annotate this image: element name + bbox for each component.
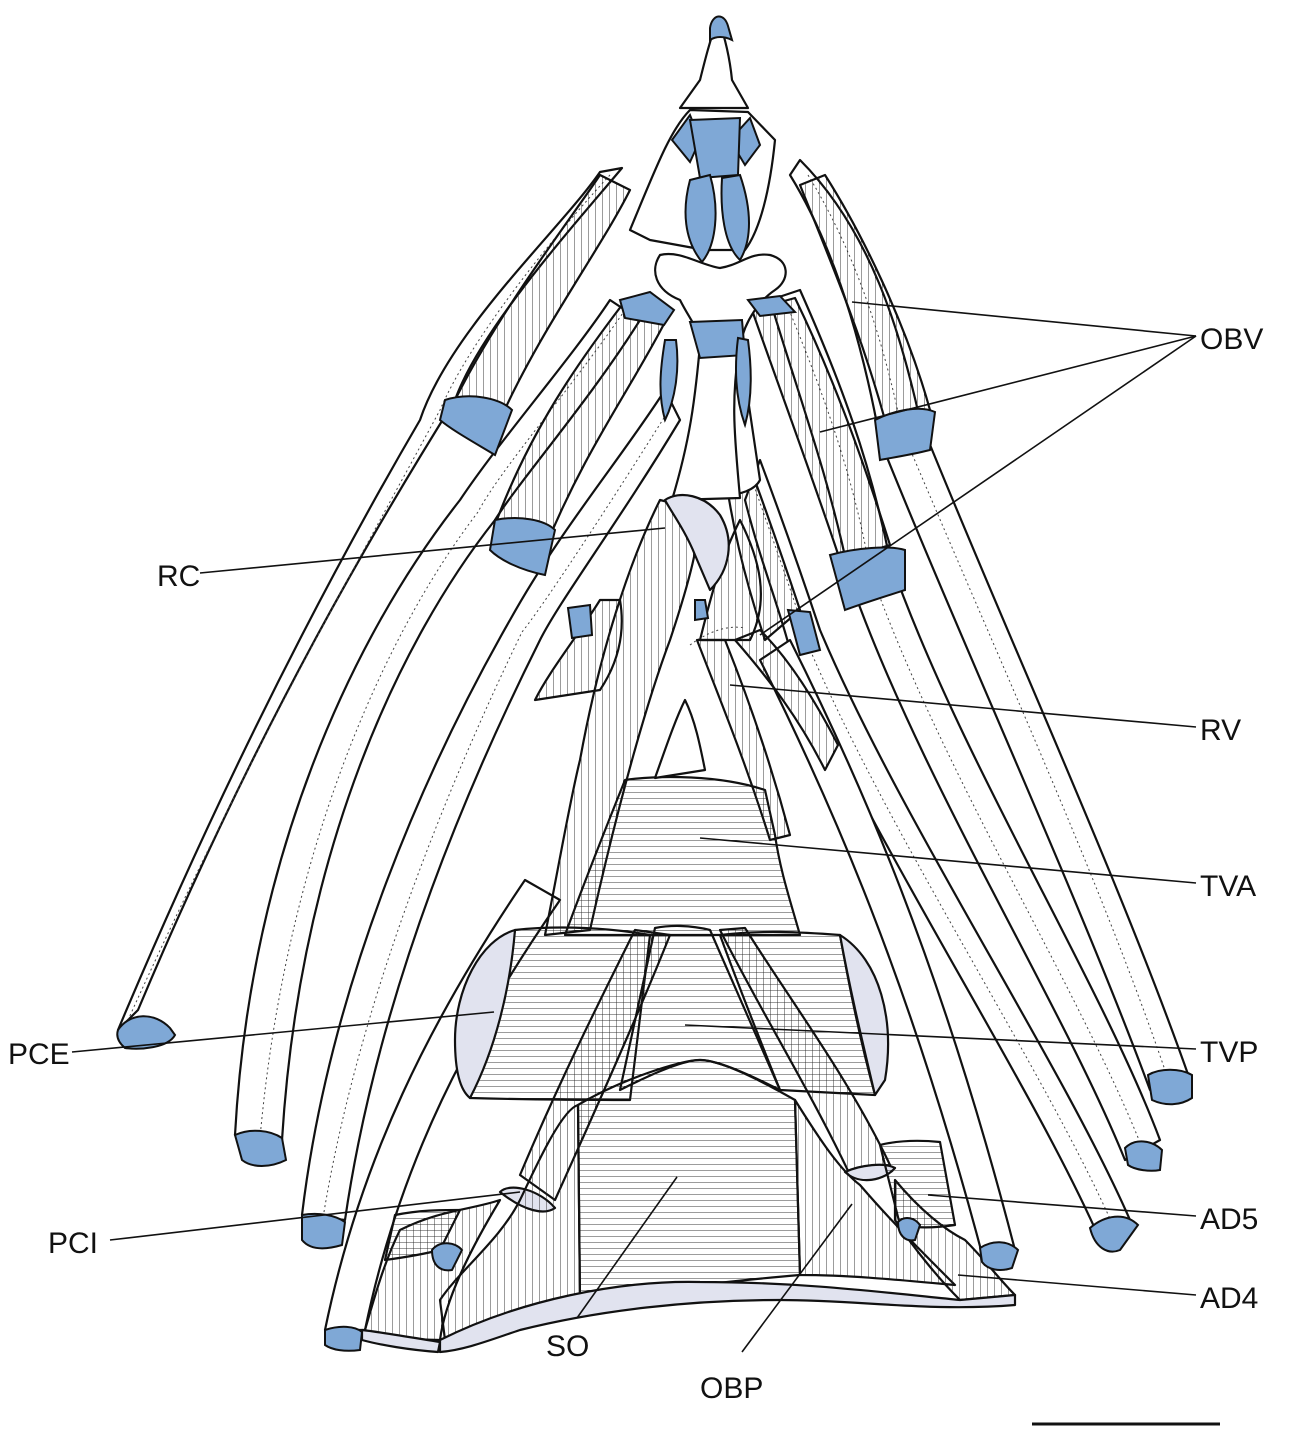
- label-obp: OBP: [700, 1372, 763, 1405]
- rv-muscle: [695, 628, 840, 842]
- label-tvp: TVP: [1200, 1036, 1258, 1069]
- median-rod: [670, 343, 742, 502]
- label-pci: PCI: [48, 1227, 98, 1260]
- cartilage-strip-right: [720, 173, 750, 262]
- label-so: SO: [546, 1330, 589, 1363]
- so-muscle: [576, 1058, 802, 1302]
- cartilage-hypohyal-right: [728, 116, 762, 167]
- cartilage-arch3-right-joint: [786, 608, 822, 657]
- basibranchial-cone: [653, 698, 707, 780]
- cartilage-strip-left: [684, 173, 717, 264]
- cartilage-arch2-right-joint: [828, 546, 906, 612]
- cartilage-arch2-left-joint: [488, 517, 557, 577]
- cartilage-ceratohyal-left: [618, 290, 676, 327]
- rc-membrane-shape: [663, 493, 730, 592]
- label-ad4: AD4: [1200, 1282, 1258, 1315]
- label-tva: TVA: [1200, 870, 1256, 903]
- rc-membrane: [663, 493, 730, 592]
- label-obv: OBV: [1200, 323, 1263, 356]
- posterior-membrane: [360, 1280, 1017, 1354]
- cartilage-arch3-left-joint: [566, 603, 594, 640]
- cartilage-tip-left-2: [233, 1129, 288, 1167]
- cartilage-tip-right-4: [978, 1241, 1020, 1271]
- pce-membrane-right-shape: [838, 933, 890, 1097]
- hypobranchial-arch: [689, 626, 746, 646]
- cartilage-elements: [116, 15, 1193, 1352]
- cartilage-hypobranchial-right: [735, 336, 752, 429]
- cartilage-tip-right-1: [1146, 1068, 1193, 1106]
- cartilage-tip-right-2: [1123, 1140, 1164, 1172]
- pce-membrane-right: [838, 933, 890, 1097]
- cartilage-rostral-tip: [709, 15, 734, 42]
- cartilage-small-center: [694, 599, 710, 622]
- cartilage-ceratohyal-right: [746, 294, 798, 318]
- pce-membrane-left-shape: [453, 928, 517, 1100]
- posterior-membrane-shape: [438, 1280, 1017, 1354]
- label-ad5: AD5: [1200, 1203, 1258, 1236]
- cartilage-tip-left-4: [324, 1325, 364, 1352]
- cartilage-hypobranchial-left: [659, 339, 679, 423]
- label-rc: RC: [157, 560, 200, 593]
- ad5-muscle-right: [878, 1139, 957, 1229]
- cartilage-tip-right-5: [896, 1217, 922, 1242]
- cartilage-tip-left-3: [301, 1212, 347, 1250]
- label-rv: RV: [1200, 714, 1241, 747]
- pce-membrane-left: [453, 928, 517, 1100]
- cartilage-tip-right-3: [1088, 1215, 1140, 1253]
- cartilage-arch1-left-joint: [438, 395, 514, 457]
- tva-muscle: [563, 775, 802, 937]
- cartilage-tip-left-5: [430, 1242, 464, 1272]
- cartilage-tip-left-1: [116, 1015, 177, 1050]
- leader-lines: [71, 301, 1197, 1353]
- cartilage-basihyal-center: [688, 116, 742, 180]
- label-pce: PCE: [8, 1038, 70, 1071]
